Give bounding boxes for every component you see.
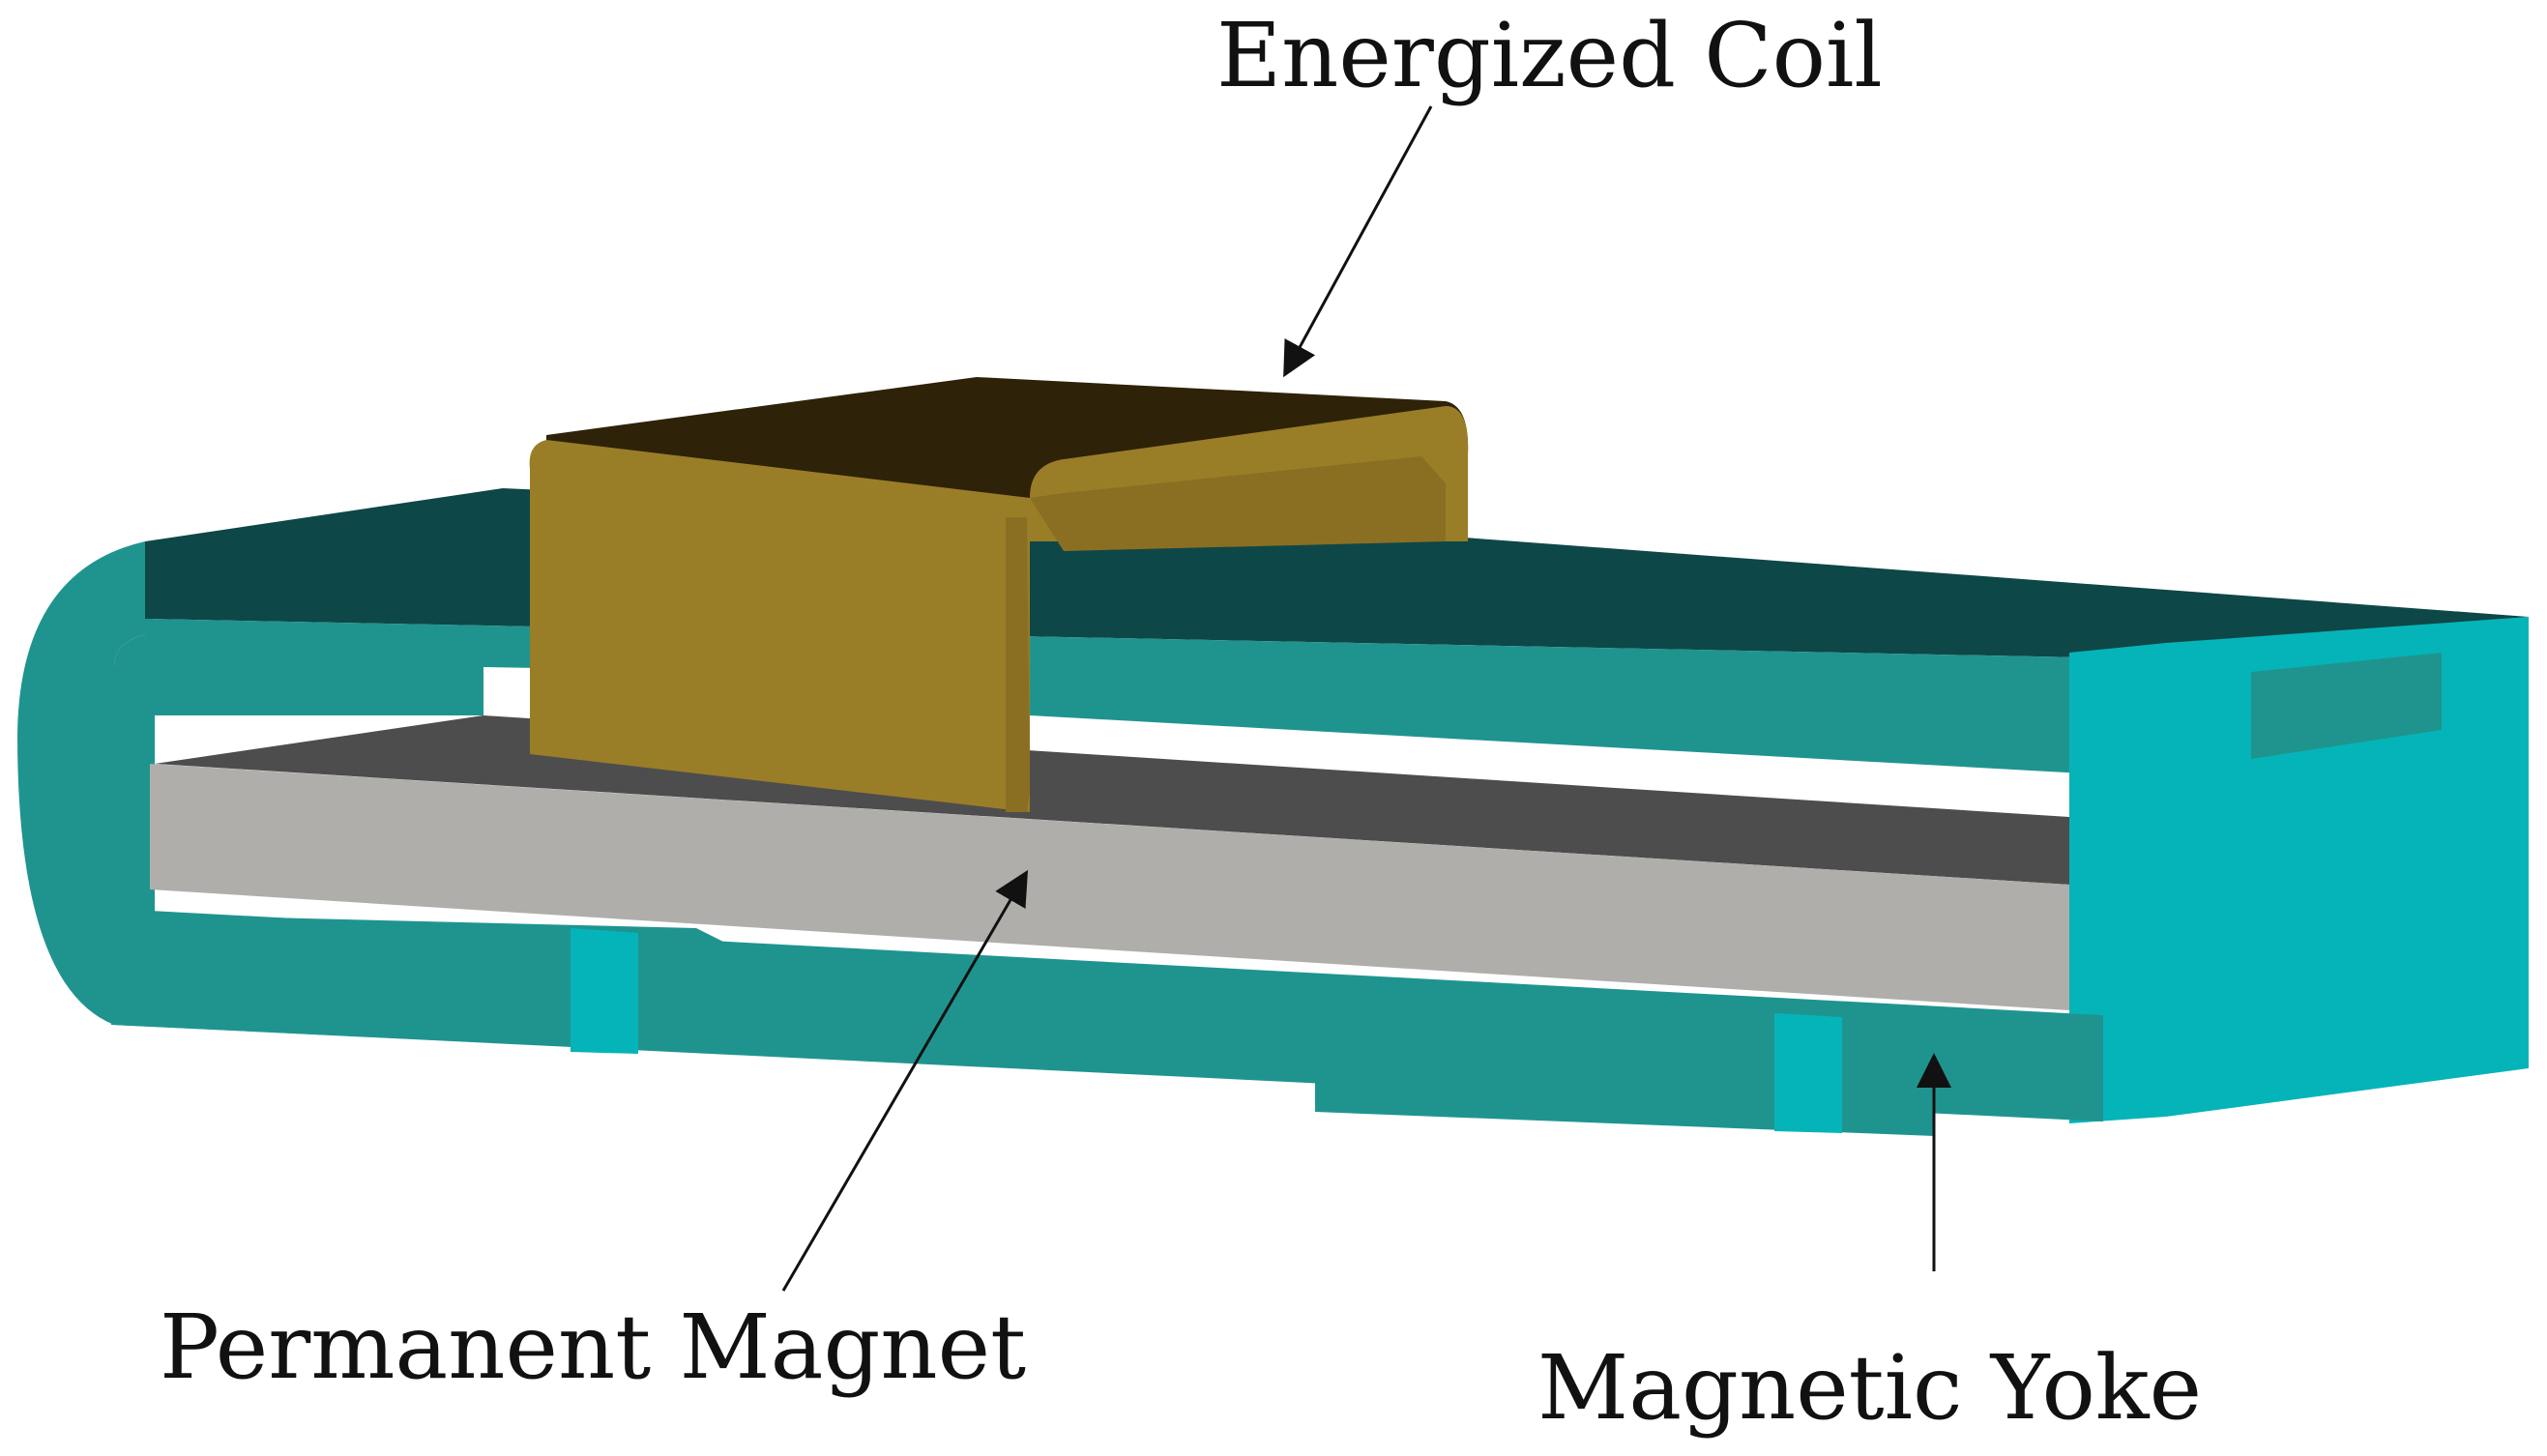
coil-pointer-line [1283,105,1433,378]
label-magnetic-yoke: Magnetic Yoke [1537,1336,2203,1440]
yoke-end-block-front [2069,643,2166,1123]
coil-front-face [529,440,1030,812]
coil-inner-face [1030,456,1446,551]
label-permanent-magnet: Permanent Magnet [160,1296,1027,1399]
yoke-end-block-slot [2251,653,2442,759]
yoke-right-foot-edge [1774,1013,1842,1133]
label-energized-coil: Energized Coil [1216,4,1883,107]
magnet-pointer-line [781,869,1029,1292]
magnet-front-face [150,764,2069,1010]
yoke-left-foot-edge [571,928,638,1054]
yoke-left-bend-outer [17,541,155,1025]
energized-coil [529,377,1469,812]
coil-window [1006,517,1030,812]
